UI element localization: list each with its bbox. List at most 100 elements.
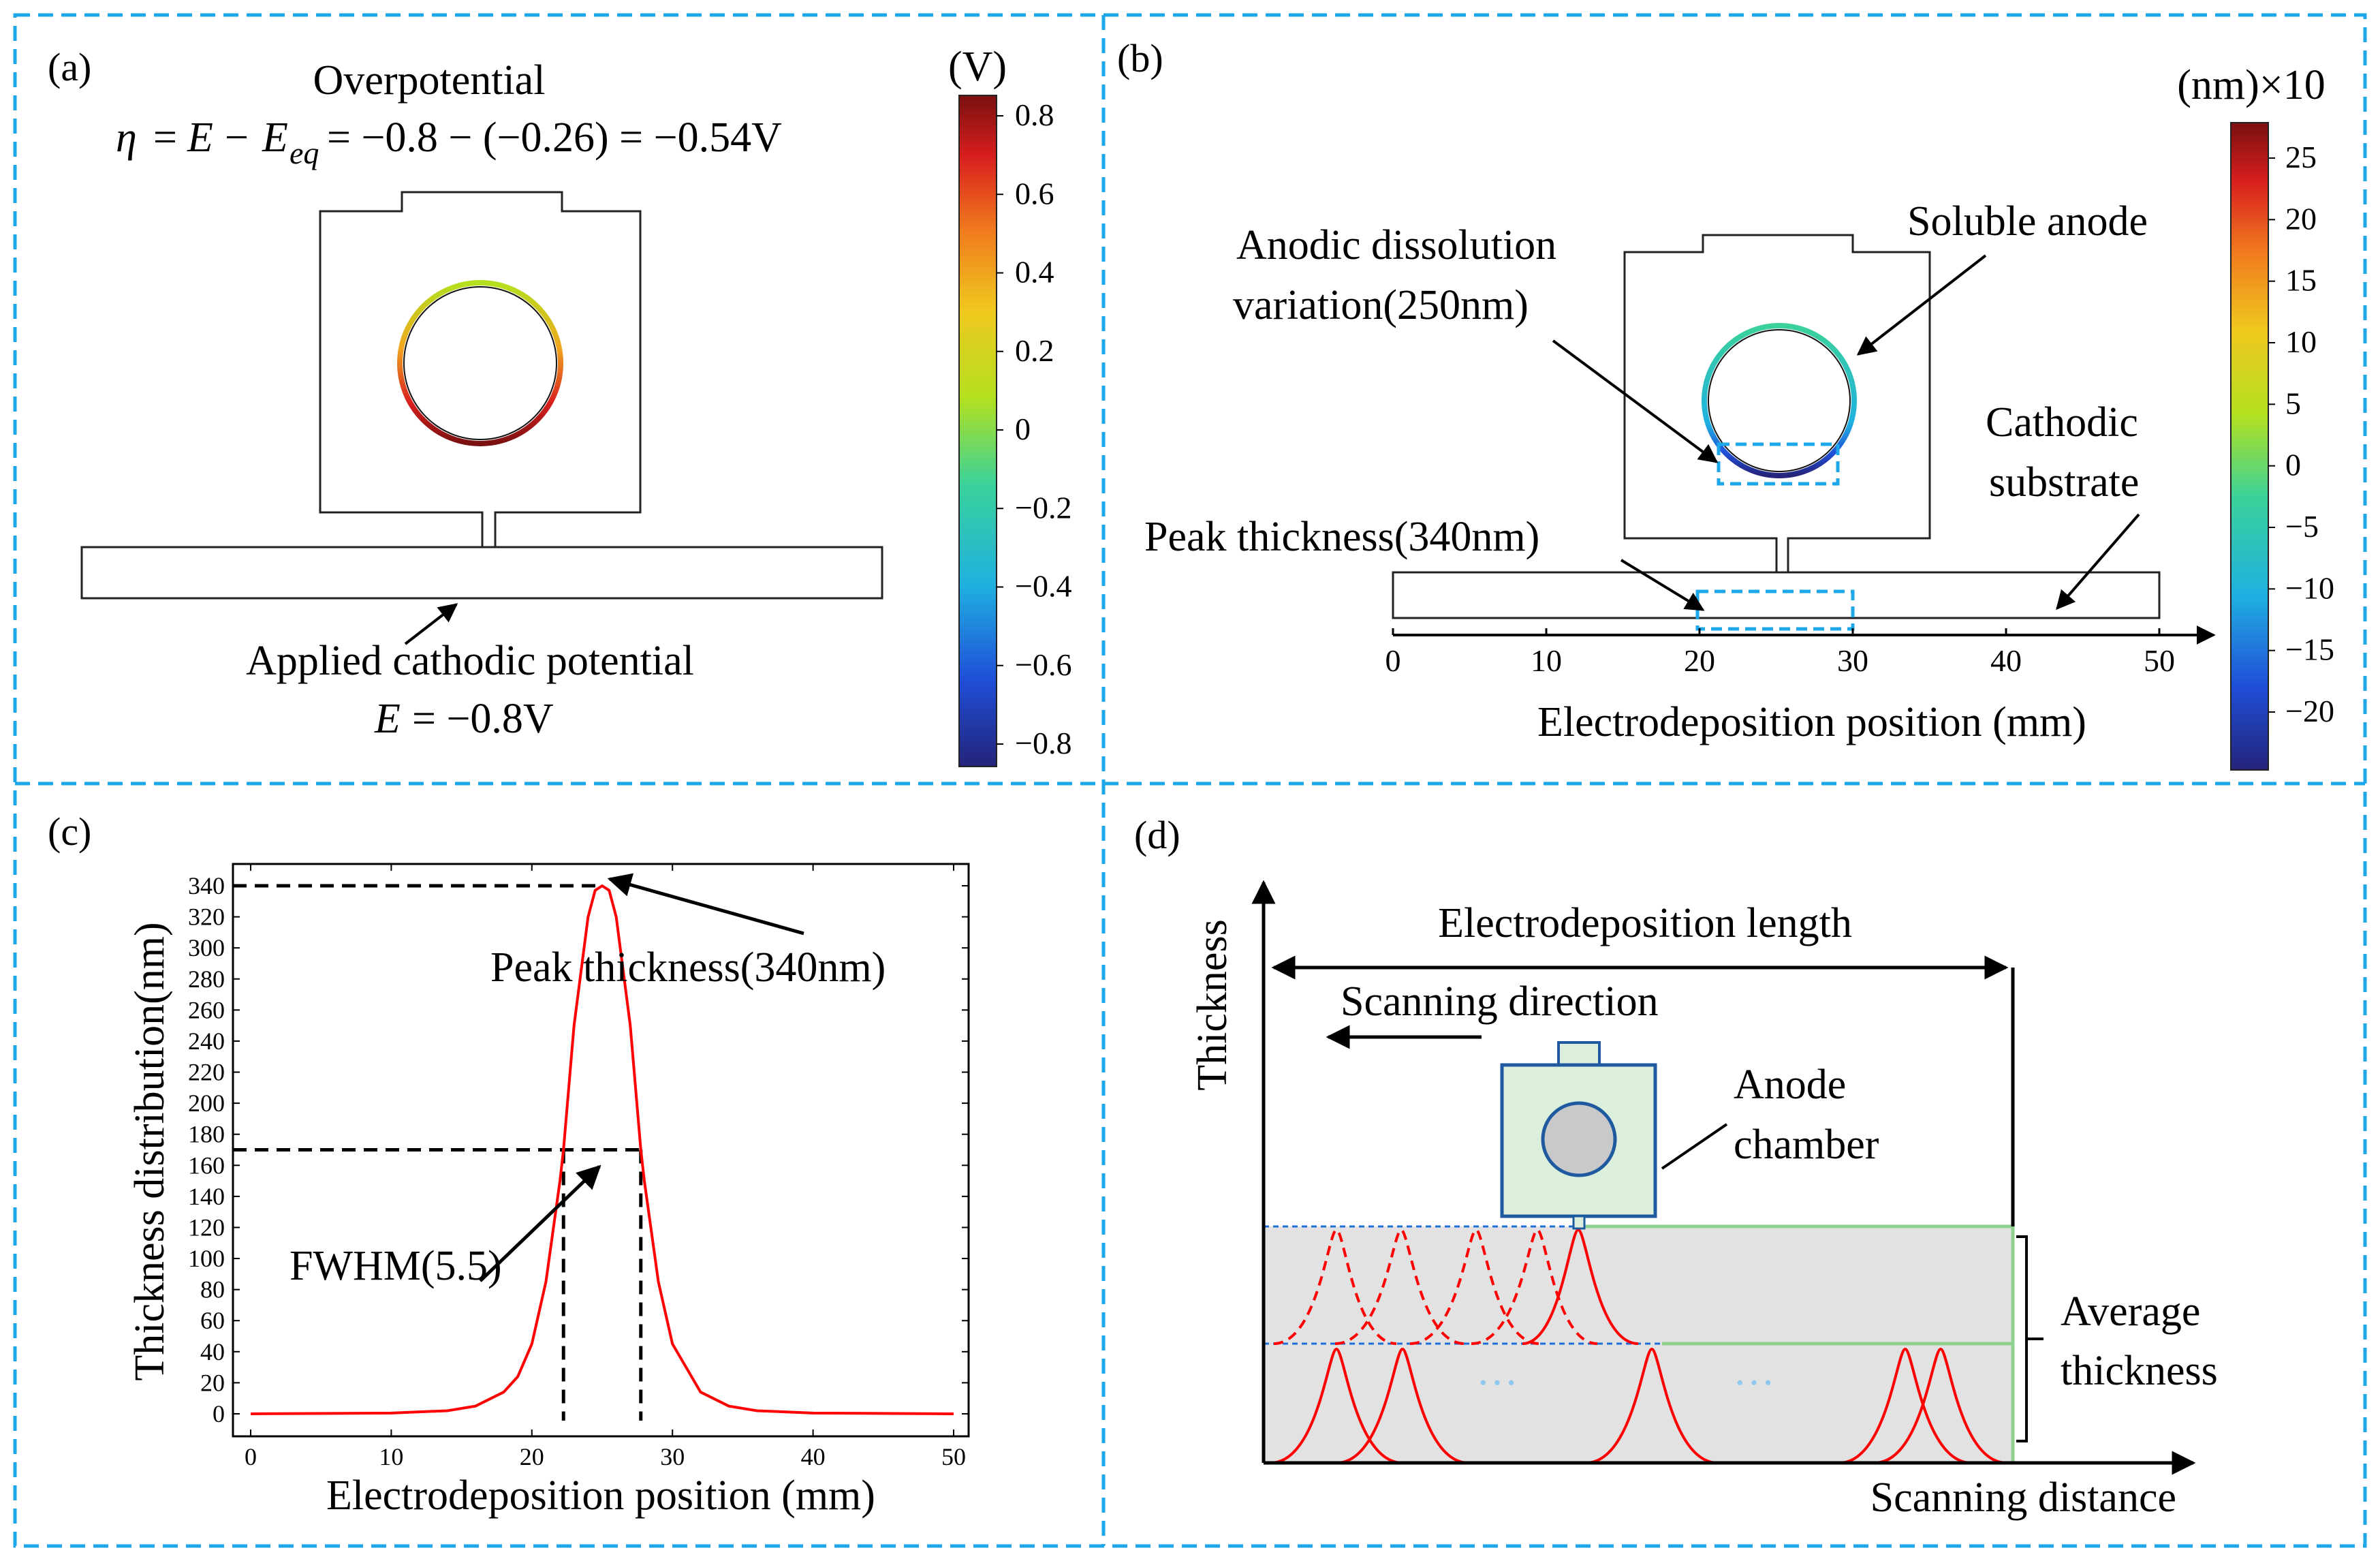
average-thickness-label-2: thickness: [2061, 1348, 2218, 1394]
anode-chamber-nozzle-bottom: [1572, 1215, 1586, 1230]
colorbar-b-tick-label: 15: [2285, 263, 2317, 298]
eq-rhs: = −0.8 − (−0.26) = −0.54V: [327, 114, 782, 161]
plot-c-ytick-label: 60: [200, 1307, 225, 1334]
thickness-curve: [250, 884, 954, 1415]
colorbar-a-tick-label: 0.4: [1015, 255, 1054, 290]
fwhm-label: FWHM(5.5): [289, 1243, 502, 1289]
ellipsis-1: ···: [1476, 1360, 1518, 1406]
plot-c-ytick-label: 180: [188, 1121, 225, 1148]
plot-c-ytick-label: 120: [188, 1214, 225, 1241]
anode-chamber-outline: [319, 191, 642, 548]
axis-b-tick-label: 30: [1837, 643, 1868, 678]
peak-label-b: Peak thickness(340nm): [1144, 514, 1539, 560]
anode-arrow: [1856, 254, 1987, 356]
colorbar-a-tick-label: −0.8: [1015, 726, 1071, 760]
anode-ring: [397, 280, 563, 446]
plot-c-ylabel: Thickness distribution(nm): [127, 922, 173, 1380]
cathodic-substrate-b: [1392, 571, 2161, 619]
ellipsis-2: ···: [1733, 1360, 1775, 1406]
plot-c-ytick-label: 320: [188, 903, 225, 931]
plot-c-xtick-label: 50: [941, 1443, 966, 1470]
soluble-anode-label: Soluble anode: [1907, 198, 2148, 245]
plot-c-ytick-label: 0: [213, 1400, 225, 1427]
plot-c-ytick-label: 340: [188, 872, 225, 899]
axis-b-tick-label: 10: [1531, 643, 1562, 678]
plot-c-ytick-label: 20: [200, 1369, 225, 1396]
colorbar-b-tick-label: 20: [2285, 201, 2317, 236]
axis-d-xlabel: Scanning distance: [1870, 1474, 2176, 1521]
dissolution-region: [1717, 442, 1840, 486]
plot-c-ytick-label: 200: [188, 1089, 225, 1117]
panel-d: (d) ··· ··· Th: [1134, 813, 2218, 1521]
plot-c-ytick-label: 40: [200, 1338, 225, 1365]
plot-c-xtick-label: 40: [801, 1443, 826, 1470]
colorbar-b-tick-label: −10: [2285, 570, 2334, 605]
axis-b-tick-label: 50: [2144, 643, 2175, 678]
panel-c-label: (c): [48, 809, 91, 854]
anode-chamber-label-2: chamber: [1734, 1122, 1879, 1168]
anode-chamber-label-1: Anode: [1734, 1062, 1846, 1108]
scan-peaks: [1270, 1228, 2007, 1464]
axis-b-tick-label: 40: [1990, 643, 2022, 678]
applied-E: E: [374, 696, 401, 742]
plot-c-ytick-label: 300: [188, 934, 225, 961]
plot-c-ytick-label: 260: [188, 996, 225, 1023]
fwhm-arrow: [479, 1164, 601, 1282]
colorbar-b-tick-label: −15: [2285, 632, 2334, 667]
axis-d-ylabel: Thickness: [1189, 919, 1236, 1090]
plot-c-ytick-label: 220: [188, 1059, 225, 1086]
panel-b-label: (b): [1117, 36, 1163, 80]
dissolution-label-2: variation(250nm): [1233, 282, 1529, 328]
dissolution-arrow: [1552, 339, 1719, 463]
dissolution-label-1: Anodic dissolution: [1236, 222, 1556, 268]
panel-d-label: (d): [1134, 813, 1180, 857]
colorbar-a-tick-label: 0.6: [1015, 176, 1054, 211]
colorbar-b-tick-label: −20: [2285, 694, 2334, 728]
axis-b-xlabel: Electrodeposition position (mm): [1537, 699, 2086, 745]
applied-potential-label: Applied cathodic potential: [246, 638, 694, 684]
colorbar-b-unit: (nm)×10: [2177, 62, 2325, 108]
axis-b-tick-label: 20: [1684, 643, 1715, 678]
plot-c-ytick-label: 140: [188, 1183, 225, 1210]
colorbar-b-tick-label: 25: [2285, 140, 2317, 174]
eq-E: E: [187, 114, 213, 161]
panel-a-label: (a): [48, 45, 91, 89]
anode-chamber-electrode: [1541, 1101, 1617, 1177]
colorbar-b: [2230, 122, 2269, 771]
eq-eta: η: [116, 114, 137, 161]
panel-borders: [13, 13, 2367, 1548]
plot-c-ytick-label: 280: [188, 965, 225, 993]
overpotential-equation: η = E − E eq = −0.8 − (−0.26) = −0.54V: [116, 114, 782, 170]
colorbar-b-tick-label: 5: [2285, 386, 2301, 420]
colorbar-a-tick-label: −0.4: [1015, 569, 1071, 604]
cathodic-label-1: Cathodic: [1986, 399, 2138, 446]
colorbar-b-tick-label: 10: [2285, 324, 2317, 359]
eq-Eeq: E: [262, 114, 288, 161]
electrodeposition-length-label: Electrodeposition length: [1438, 900, 1852, 946]
plot-c-xtick-label: 30: [660, 1443, 685, 1470]
average-thickness-bracket: [2016, 1235, 2044, 1442]
colorbar-b-tick-label: −5: [2285, 509, 2319, 544]
plot-c-xtick-label: 20: [520, 1443, 544, 1470]
plot-c-ytick-label: 80: [200, 1276, 225, 1303]
soluble-anode-ring: [1702, 323, 1857, 478]
plot-c-xtick-label: 0: [245, 1443, 257, 1470]
average-thickness-label-1: Average: [2061, 1288, 2200, 1335]
anode-chamber-pointer: [1661, 1123, 1728, 1170]
colorbar-a: [958, 95, 997, 767]
colorbar-a-ticks: 0.80.60.40.20−0.2−0.4−0.6−0.8: [997, 97, 1071, 760]
scanning-direction-label: Scanning direction: [1341, 978, 1659, 1025]
plot-c-ytick-label: 240: [188, 1027, 225, 1055]
peak-region: [1695, 589, 1855, 631]
plot-c-marks: [233, 884, 954, 1421]
anode-chamber-outline-b: [1623, 234, 1931, 574]
peak-arrow-b: [1620, 559, 1705, 611]
colorbar-a-tick-label: 0.2: [1015, 333, 1054, 368]
eq-minus: −: [225, 114, 249, 161]
colorbar-a-tick-label: 0.8: [1015, 97, 1054, 132]
peak-label-c: Peak thickness(340nm): [490, 944, 886, 991]
